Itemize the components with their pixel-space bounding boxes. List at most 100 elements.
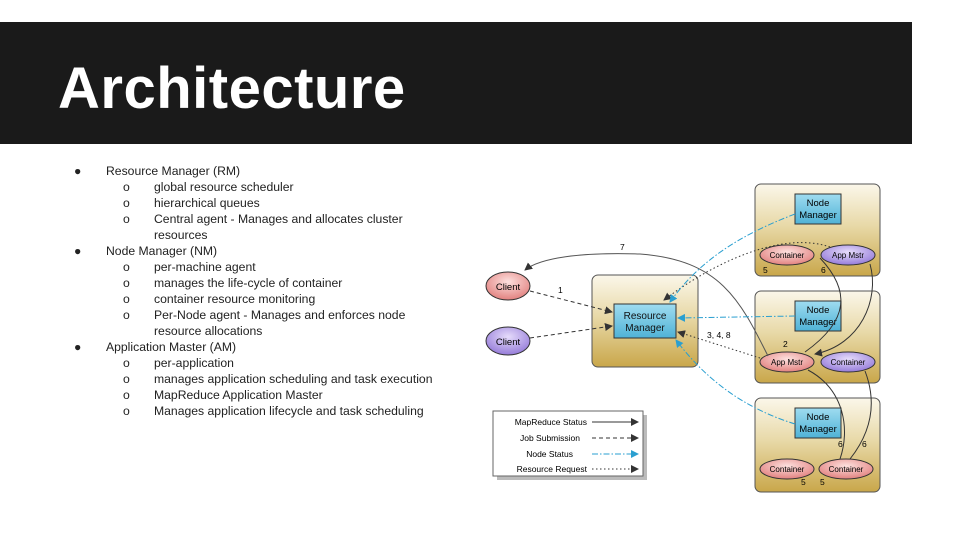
sub-bullet-text: MapReduce Application Master: [154, 388, 323, 402]
circle-bullet-icon: o: [123, 276, 130, 290]
edge-label-1: 1: [558, 285, 563, 295]
container-label: Container: [829, 465, 864, 474]
sub-bullet-text: manages application scheduling and task …: [154, 372, 433, 386]
circle-bullet-icon: o: [123, 356, 130, 370]
circle-bullet-icon: o: [123, 180, 130, 194]
legend-job-submission: Job Submission: [520, 433, 580, 443]
client-blue: [485, 326, 531, 356]
sub-bullet-text: hierarchical queues: [154, 196, 260, 210]
client-label: Client: [496, 337, 521, 348]
node-manager-box-3: [794, 407, 842, 439]
bullet-label: Node Manager (NM): [106, 244, 218, 258]
circle-bullet-icon: o: [123, 212, 130, 226]
app-master-1: [820, 244, 876, 266]
yarn-architecture-diagram: Resource Manager Node Manager Container …: [485, 183, 881, 493]
bullet-list: ● Resource Manager (RM) o global resource …: [72, 163, 472, 419]
legend-resource-request: Resource Request: [517, 464, 588, 474]
sub-bullet: o hierarchical queues: [72, 195, 472, 211]
legend-node-status: Node Status: [526, 449, 573, 459]
bullet-dot-icon: ●: [74, 340, 82, 354]
node-status-edge: [677, 313, 796, 322]
circle-bullet-icon: o: [123, 372, 130, 386]
node-status-edge: [669, 213, 796, 303]
edge-label-2: 2: [783, 339, 788, 349]
sub-bullet-text: resource allocations: [154, 324, 263, 338]
sub-bullet: o Manages application lifecycle and task …: [72, 403, 472, 419]
circle-bullet-icon: o: [123, 404, 130, 418]
container-label: Container: [770, 465, 805, 474]
app-master-label: App Mstr: [771, 358, 803, 367]
circle-bullet-icon: o: [123, 292, 130, 306]
edge-label-6: 6: [838, 439, 843, 449]
circle-bullet-icon: o: [123, 196, 130, 210]
sub-bullet-text: container resource monitoring: [154, 292, 316, 306]
bullet-label: Application Master (AM): [106, 340, 237, 354]
node-manager-label-line1: Node: [807, 412, 830, 423]
client-label: Client: [496, 282, 521, 293]
node-manager-label-line2: Manager: [799, 424, 837, 435]
container-3b: [818, 458, 874, 480]
sub-bullet-text: Per-Node agent - Manages and enforces no…: [154, 308, 406, 322]
page-title: Architecture: [58, 56, 406, 121]
bullet-rm: ● Resource Manager (RM): [72, 163, 472, 179]
circle-bullet-icon: o: [123, 308, 130, 322]
edge-label-6: 6: [862, 439, 867, 449]
sub-bullet-continuation: resources: [72, 227, 472, 243]
sub-bullet-text: Manages application lifecycle and task s…: [154, 404, 424, 418]
container-2: [820, 351, 876, 373]
sub-bullet-text: manages the life-cycle of container: [154, 276, 343, 290]
sub-bullet-text: global resource scheduler: [154, 180, 294, 194]
mapreduce-status-edge: [849, 370, 872, 460]
circle-bullet-icon: o: [123, 388, 130, 402]
container-3a: [759, 458, 815, 480]
bullet-dot-icon: ●: [74, 164, 82, 178]
node-manager-box-1: [794, 193, 842, 225]
sub-bullet: o Central agent - Manages and allocates c…: [72, 211, 472, 227]
bullet-am: ● Application Master (AM): [72, 339, 472, 355]
sub-bullet-text: resources: [154, 228, 208, 242]
container-label: Container: [770, 251, 805, 260]
resource-manager-box: [613, 303, 677, 339]
legend-mapreduce-status: MapReduce Status: [515, 417, 587, 427]
sub-bullet-text: per-machine agent: [154, 260, 256, 274]
resource-manager-label-line1: Resource: [624, 311, 667, 322]
bullet-label: Resource Manager (RM): [106, 164, 241, 178]
sub-bullet-continuation: resource allocations: [72, 323, 472, 339]
edge-label-348: 3, 4, 8: [707, 330, 731, 340]
app-master-2: [759, 351, 815, 373]
edge-label-7: 7: [620, 242, 625, 252]
edge-label-5: 5: [763, 265, 768, 275]
node-status-edge: [675, 339, 796, 425]
bullet-dot-icon: ●: [74, 244, 82, 258]
resource-manager-label-line2: Manager: [625, 323, 665, 334]
mapreduce-status-edge: [807, 369, 845, 460]
sub-bullet: o container resource monitoring: [72, 291, 472, 307]
container-1a: [759, 244, 815, 266]
node-manager-label-line2: Manager: [799, 317, 837, 328]
container-label: Container: [831, 358, 866, 367]
client-red: [485, 271, 531, 301]
node-manager-label-line1: Node: [807, 198, 830, 209]
mapreduce-status-edge: [814, 263, 874, 357]
edge-label-6: 6: [821, 265, 826, 275]
title-band: [0, 22, 912, 144]
node-manager-box-2: [794, 300, 842, 332]
sub-bullet: o global resource scheduler: [72, 179, 472, 195]
mapreduce-status-edge: [524, 253, 769, 357]
sub-bullet: o manages application scheduling and task…: [72, 371, 472, 387]
edge-label-5: 5: [820, 477, 825, 487]
sub-bullet: o per-machine agent: [72, 259, 472, 275]
mapreduce-status-edge: [804, 257, 842, 353]
app-master-label: App Mstr: [832, 251, 864, 260]
sub-bullet-text: per-application: [154, 356, 234, 370]
edge-label-5: 5: [801, 477, 806, 487]
sub-bullet: o Per-Node agent - Manages and enforces n…: [72, 307, 472, 323]
sub-bullet: o MapReduce Application Master: [72, 387, 472, 403]
node-manager-label-line1: Node: [807, 305, 830, 316]
sub-bullet: o manages the life-cycle of container: [72, 275, 472, 291]
sub-bullet: o per-application: [72, 355, 472, 371]
job-submission-edge: [529, 290, 613, 315]
circle-bullet-icon: o: [123, 260, 130, 274]
node-manager-label-line2: Manager: [799, 210, 837, 221]
sub-bullet-text: Central agent - Manages and allocates cl…: [154, 212, 403, 226]
